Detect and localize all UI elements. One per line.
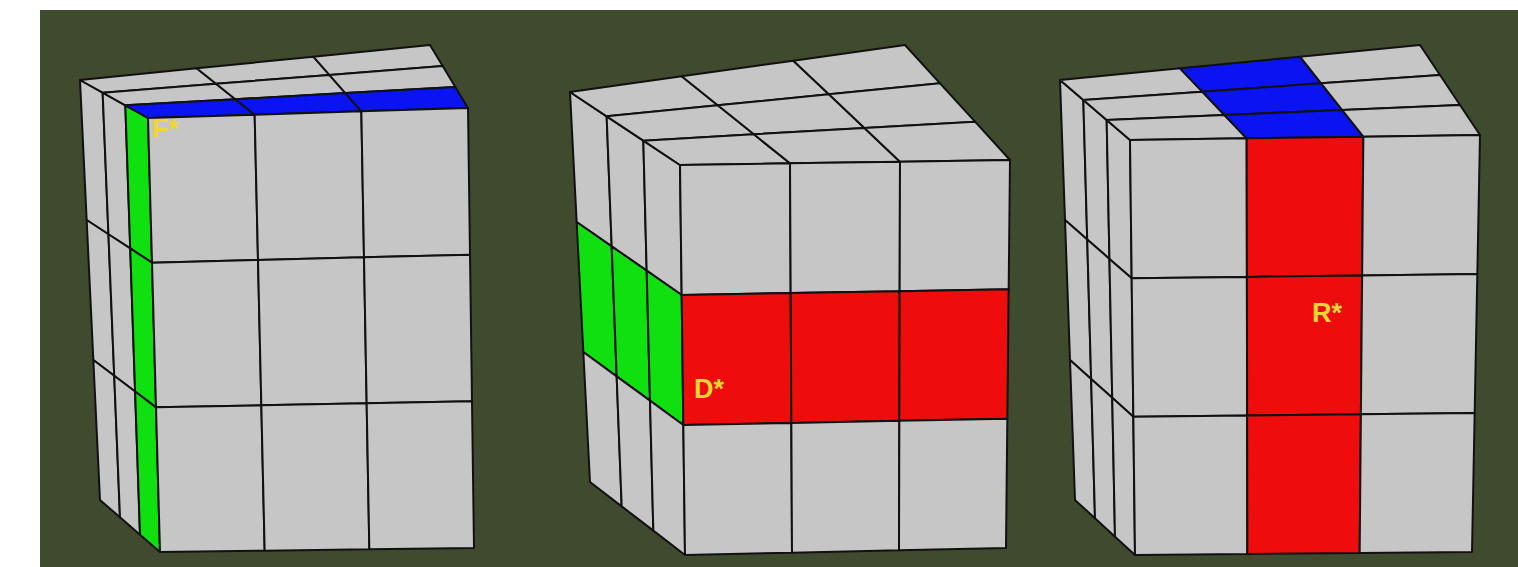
sticker bbox=[682, 293, 792, 425]
sticker bbox=[790, 162, 900, 293]
sticker bbox=[1087, 239, 1112, 397]
sticker bbox=[1247, 275, 1362, 415]
sticker bbox=[261, 403, 369, 550]
sticker bbox=[583, 352, 621, 506]
sticker bbox=[1132, 277, 1247, 417]
sticker bbox=[148, 115, 258, 263]
sticker bbox=[1361, 274, 1477, 414]
sticker bbox=[899, 289, 1008, 420]
rubiks-cube bbox=[80, 45, 474, 552]
sticker bbox=[899, 419, 1007, 551]
sticker bbox=[1362, 135, 1480, 275]
sticker bbox=[258, 257, 367, 405]
sticker bbox=[1247, 414, 1361, 554]
move-label: F* bbox=[152, 116, 179, 143]
sticker bbox=[864, 122, 1010, 162]
sticker bbox=[900, 160, 1010, 291]
sticker bbox=[683, 423, 792, 555]
sticker bbox=[1109, 259, 1133, 417]
sticker bbox=[152, 260, 261, 407]
move-label: D* bbox=[694, 376, 724, 403]
sticker bbox=[617, 376, 654, 530]
sticker bbox=[829, 83, 975, 128]
sticker bbox=[650, 401, 685, 555]
rubiks-cube bbox=[570, 45, 1010, 555]
sticker bbox=[1342, 105, 1480, 137]
sticker bbox=[791, 291, 900, 423]
sticker bbox=[255, 111, 364, 260]
sticker bbox=[156, 405, 265, 552]
sticker bbox=[1130, 138, 1247, 278]
sticker bbox=[1107, 120, 1132, 278]
sticker bbox=[791, 421, 899, 553]
sticker bbox=[1224, 110, 1363, 138]
sticker bbox=[367, 401, 474, 549]
sticker bbox=[361, 108, 470, 257]
sticker bbox=[1107, 115, 1247, 140]
move-label: R* bbox=[1312, 300, 1342, 327]
sticker bbox=[1112, 398, 1135, 555]
sticker bbox=[680, 163, 791, 295]
background bbox=[40, 10, 1518, 567]
sticker bbox=[1133, 415, 1247, 555]
sticker bbox=[1321, 75, 1460, 110]
sticker bbox=[1083, 100, 1109, 259]
sticker bbox=[1247, 137, 1364, 277]
sticker bbox=[1360, 413, 1475, 553]
sticker bbox=[364, 255, 472, 404]
rubiks-cube bbox=[1060, 45, 1480, 555]
